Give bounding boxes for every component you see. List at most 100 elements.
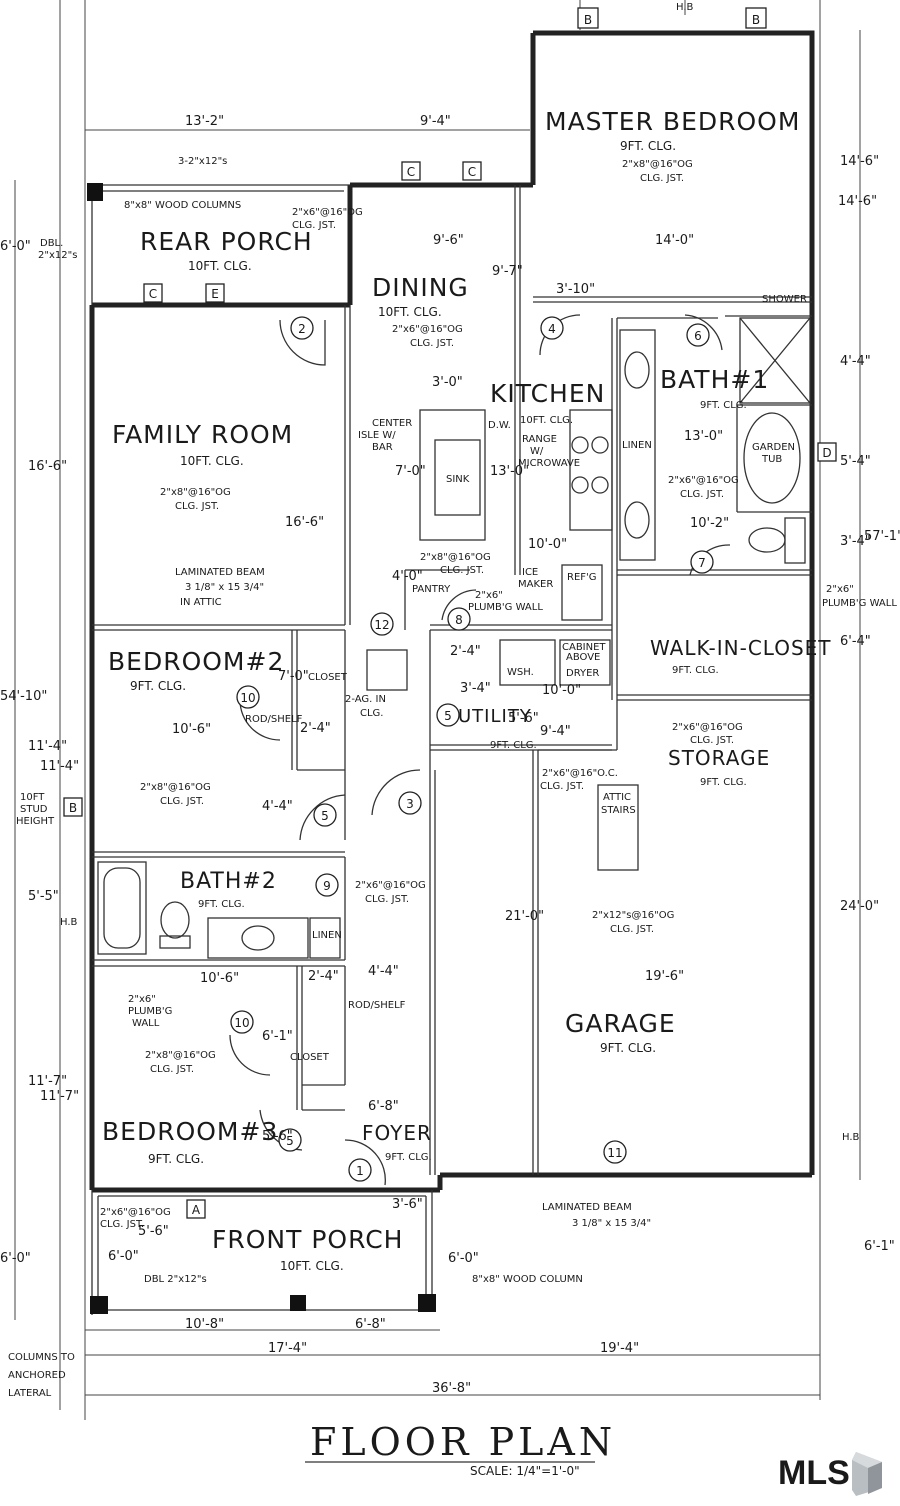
garage-width: 19'-6"	[645, 969, 684, 984]
bedroom2-joist2: CLG. JST.	[160, 796, 204, 807]
garden-tub-label2: TUB	[761, 454, 782, 465]
kitchen-label: KITCHEN	[490, 379, 605, 408]
dim-right-c: 5'-4"	[840, 454, 871, 469]
marker-c-2: C	[468, 165, 476, 179]
dim-foyer-d: 3'-6"	[392, 1197, 423, 1212]
dim-right-total: 57'-1"	[864, 529, 900, 544]
dim-left-e: 6'-0"	[0, 1251, 31, 1266]
plumb-b3-label: 2"x6"	[128, 994, 156, 1005]
fixture-labels: SINK D.W. RANGE W/ MICROWAVE REF'G ICE M…	[16, 294, 897, 1063]
front-porch-ceiling: 10FT. CLG.	[280, 1259, 344, 1273]
family-room-width: 16'-6"	[285, 515, 324, 530]
marker-c-3: C	[149, 287, 157, 301]
attic-label: ATTIC	[603, 792, 631, 803]
dw-label: D.W.	[488, 420, 511, 431]
master-bedroom-label: MASTER BEDROOM	[545, 107, 800, 136]
door-number-4: 4	[548, 322, 556, 336]
bath1-joist2: CLG. JST.	[680, 489, 724, 500]
utility-width: 9'-4"	[540, 724, 571, 739]
marker-b-1: B	[584, 13, 592, 27]
dim-b2-close: 2'-4"	[300, 721, 331, 736]
storage-joist: 2"x6"@16"OG	[672, 722, 743, 733]
dimension-lines	[14, 0, 861, 1420]
walk-in-closet-ceiling: 9FT. CLG.	[672, 665, 719, 676]
bath1-ceiling: 9FT. CLG.	[700, 400, 747, 411]
dim-porch-d: 6'-0"	[448, 1251, 479, 1266]
master-bedroom-width: 14'-0"	[655, 233, 694, 248]
dim-util-d: 3'-4"	[460, 681, 491, 696]
refg-label: REF'G	[567, 572, 597, 583]
dim-d3-10: 3'-10"	[556, 282, 595, 297]
front-joist-note: 2"x6"@16"OG	[100, 1207, 171, 1218]
plumb-r-label2: PLUMB'G WALL	[822, 598, 897, 609]
dbl-note: DBL.	[40, 238, 63, 249]
walk-in-closet-width: 10'-2"	[690, 516, 729, 531]
dim-left-b: 11'-4"	[28, 739, 67, 754]
closet-label: CLOSET	[308, 672, 348, 683]
dim-top-a: 13'-2"	[185, 114, 224, 129]
bath2-joist: 2"x6"@16"OG	[355, 880, 426, 891]
dbl-front-note: DBL 2"x12"s	[144, 1274, 207, 1285]
marker-a: A	[192, 1203, 201, 1217]
family-room-joist: 2"x8"@16"OG	[160, 487, 231, 498]
dimension-text: 13'-2" 9'-4" 3'-10" 16'-6" 11'-4" 5'-5" …	[0, 114, 900, 1396]
bedroom3-label: BEDROOM#3	[102, 1117, 278, 1146]
marker-c-1: C	[407, 165, 415, 179]
kitchen-width: 3'-0"	[432, 375, 463, 390]
porch-outlines	[91, 184, 432, 1311]
cabinet-label: CABINET	[562, 642, 606, 653]
dim-garage-depth: 21'-0"	[505, 909, 544, 924]
front-porch-label: FRONT PORCH	[212, 1225, 403, 1254]
stud-label3: HEIGHT	[16, 816, 55, 827]
rod-shelf2-label: ROD/SHELF	[348, 1000, 406, 1011]
attic-access-label2: CLG.	[360, 708, 383, 719]
garden-tub-label: GARDEN	[752, 442, 795, 453]
garage-ceiling: 9FT. CLG.	[600, 1041, 656, 1055]
dim-right-g: 6'-1"	[864, 1239, 895, 1254]
column-note3: LATERAL	[8, 1388, 52, 1399]
bedroom2-width: 10'-6"	[172, 722, 211, 737]
dim-island-w: 7'-0"	[395, 464, 426, 479]
bath2-joist2: CLG. JST.	[365, 894, 409, 905]
stud-label2: STUD	[20, 804, 48, 815]
bedroom3-joist2: CLG. JST.	[150, 1064, 194, 1075]
column-note2: ANCHORED	[8, 1370, 66, 1381]
foyer-ceiling: 9FT. CLG.	[385, 1152, 432, 1163]
dim-bottom-a: 10'-8"	[185, 1317, 224, 1332]
rear-porch-ceiling: 10FT. CLG.	[188, 259, 252, 273]
storage-joist2: CLG. JST.	[690, 735, 734, 746]
section-markers: B B C C C E D B A	[63, 7, 837, 1219]
plumb-b3-label3: WALL	[132, 1018, 160, 1029]
garage-joist: 2"x12"s@16"OG	[592, 910, 674, 921]
dim-b3-c2: 6'-1"	[262, 1029, 293, 1044]
ice-label2: MAKER	[518, 579, 553, 590]
door-number-11: 11	[607, 1146, 622, 1160]
bedroom2-ceiling: 9FT. CLG.	[130, 679, 186, 693]
ice-label: ICE	[522, 567, 538, 578]
beam-title: LAMINATED BEAM	[175, 567, 265, 578]
attic-label2: STAIRS	[601, 805, 636, 816]
dim-left-a: 16'-6"	[28, 459, 67, 474]
dim-hall-w: 4'-4"	[368, 964, 399, 979]
door-number-10a: 10	[240, 691, 255, 705]
island-label2: ISLE W/	[358, 430, 396, 441]
bedroom3-joist: 2"x8"@16"OG	[145, 1050, 216, 1061]
dbl-note2: 2"x12"s	[38, 250, 77, 261]
bath2-ceiling: 9FT. CLG.	[198, 899, 245, 910]
hose-bib-3: H.B	[842, 1132, 860, 1143]
util-joist-note2: CLG. JST.	[540, 781, 584, 792]
dim-util-h: 5'-6"	[508, 711, 539, 726]
dim-b3-d: 5'-6"	[262, 1129, 293, 1144]
rear-porch-label: REAR PORCH	[140, 227, 313, 256]
rear-porch-joist: 2"x6"@16"OG	[292, 207, 363, 218]
door-number-5a: 5	[321, 809, 329, 823]
foyer-label: FOYER	[362, 1121, 432, 1145]
washer-label: WSH.	[507, 667, 534, 678]
door-number-2: 2	[298, 322, 306, 336]
dim-porch-d2: 6'-0"	[108, 1249, 139, 1264]
rod-shelf-label: ROD/SHELF	[245, 714, 303, 725]
beam2-title: LAMINATED BEAM	[542, 1202, 632, 1213]
dining-label: DINING	[372, 273, 469, 302]
master-bedroom-ceiling: 9FT. CLG.	[620, 139, 676, 153]
dim-bottom-c: 17'-4"	[268, 1341, 307, 1356]
